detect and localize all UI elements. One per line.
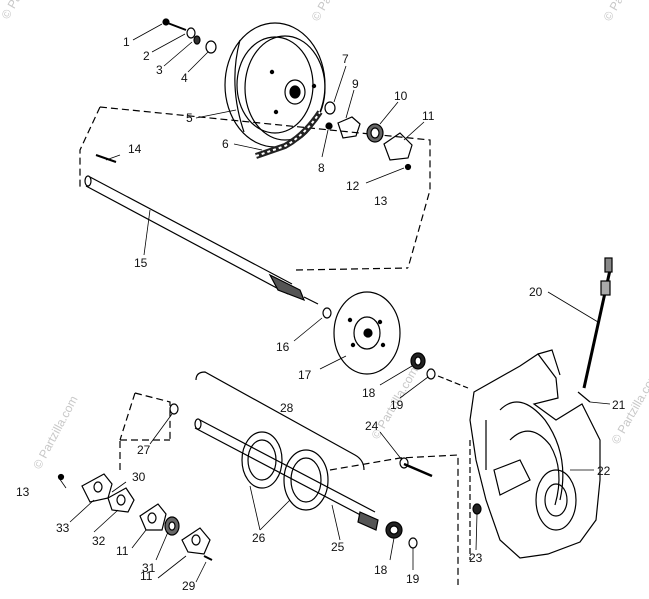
brake-disc [333,291,401,375]
callout-13-upper: 13 [374,194,388,208]
callout-29: 29 [182,579,196,593]
callout-32: 32 [92,534,106,548]
callout-6: 6 [222,137,229,151]
callout-1: 1 [123,35,130,49]
callout-12: 12 [346,179,360,193]
callout-7: 7 [342,52,349,66]
callout-23: 23 [469,551,483,565]
callout-9: 9 [352,77,359,91]
callout-18-lower: 18 [374,563,388,577]
callout-14: 14 [128,142,142,156]
callout-22: 22 [597,464,611,478]
callout-10: 10 [394,89,408,103]
callout-labels: 1 2 3 4 5 6 7 8 9 10 11 12 13 14 15 16 1… [16,35,626,593]
callout-11-upper: 11 [422,109,435,123]
callout-19-upper: 19 [390,398,404,412]
watermark-top-mid: © Partzilla.com [308,0,361,24]
callout-16: 16 [276,340,290,354]
watermark-top-right: © Partzilla.com [600,0,649,24]
callout-28: 28 [280,401,294,415]
drive-shaft [84,175,319,305]
callout-30: 30 [132,470,146,484]
callout-19-lower: 19 [406,572,420,586]
callout-20: 20 [529,285,543,299]
chaincase-housing [469,349,601,560]
callout-25: 25 [331,540,345,554]
callout-11-lower: 11 [140,569,153,583]
callout-21: 21 [612,398,626,412]
callout-33: 33 [56,521,70,535]
callout-18-upper: 18 [362,386,376,400]
callout-27: 27 [137,443,151,457]
drawing-lines [57,18,613,585]
driven-pulley [224,22,326,148]
callout-26: 26 [252,531,266,545]
callout-8: 8 [318,161,325,175]
callout-15: 15 [134,256,148,270]
watermark-top-left: © Partzilla.com [0,0,51,22]
callout-17: 17 [298,368,312,382]
callout-24: 24 [365,419,379,433]
watermark-side: © Partzilla.com [30,393,80,471]
callout-13-lower: 13 [16,485,30,499]
callout-11-mid: 11 [116,544,129,558]
callout-4: 4 [181,71,188,85]
callout-2: 2 [143,49,150,63]
callout-5: 5 [186,111,193,125]
callout-31: 31 [142,561,156,575]
callout-3: 3 [156,63,163,77]
jackshaft-assembly [194,418,379,531]
